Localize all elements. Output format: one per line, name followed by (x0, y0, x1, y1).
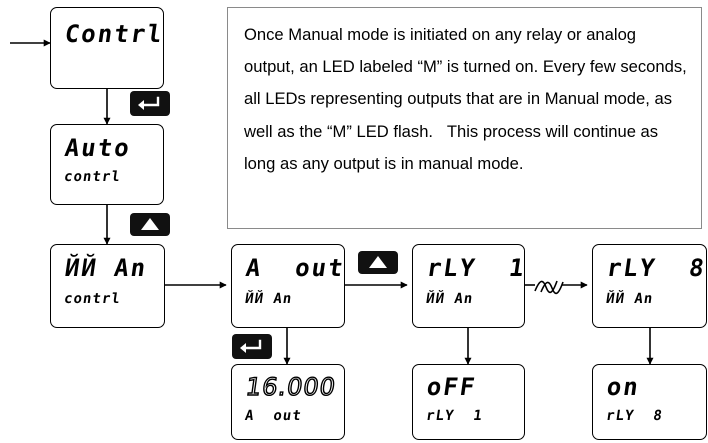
display-line1: rLY 1 (425, 254, 528, 282)
display-manual-contrl: ЙЙ An contrl (50, 244, 165, 328)
display-line2: rLY 8 (605, 408, 664, 424)
squiggle-break-icon (540, 281, 564, 295)
display-line2: ЙЙ An (425, 291, 475, 307)
display-line2: ЙЙ An (244, 291, 294, 307)
display-line2: contrl (63, 291, 122, 307)
display-line2: ЙЙ An (605, 291, 655, 307)
manual-mode-note: Once Manual mode is initiated on any rel… (227, 7, 702, 229)
display-line1: oFF (425, 373, 479, 401)
display-line1: A out (244, 254, 347, 282)
display-line1: 16.000 (243, 372, 338, 401)
display-relay-1: rLY 1 ЙЙ An (412, 244, 528, 328)
display-contrl: Contrl (50, 7, 166, 89)
enter-key-icon (130, 91, 170, 116)
enter-key-icon (232, 334, 272, 359)
display-line1: Contrl (63, 20, 166, 48)
display-relay-8-state: on rLY 8 (592, 364, 707, 440)
display-auto-contrl: Auto contrl (50, 124, 164, 205)
display-analog-value: 16.000 A out (231, 364, 345, 440)
display-line1: ЙЙ An (63, 254, 150, 282)
display-line1: rLY 8 (605, 254, 708, 282)
display-line1: Auto (63, 134, 133, 162)
display-line2: contrl (63, 169, 122, 185)
up-arrow-key-icon (130, 213, 170, 236)
display-line2: rLY 1 (425, 408, 484, 424)
display-analog-out: A out ЙЙ An (231, 244, 347, 328)
up-arrow-key-icon (358, 251, 398, 274)
display-line2: A out (244, 408, 303, 424)
display-relay-1-state: oFF rLY 1 (412, 364, 525, 440)
display-line1: on (605, 373, 642, 401)
display-relay-8: rLY 8 ЙЙ An (592, 244, 708, 328)
